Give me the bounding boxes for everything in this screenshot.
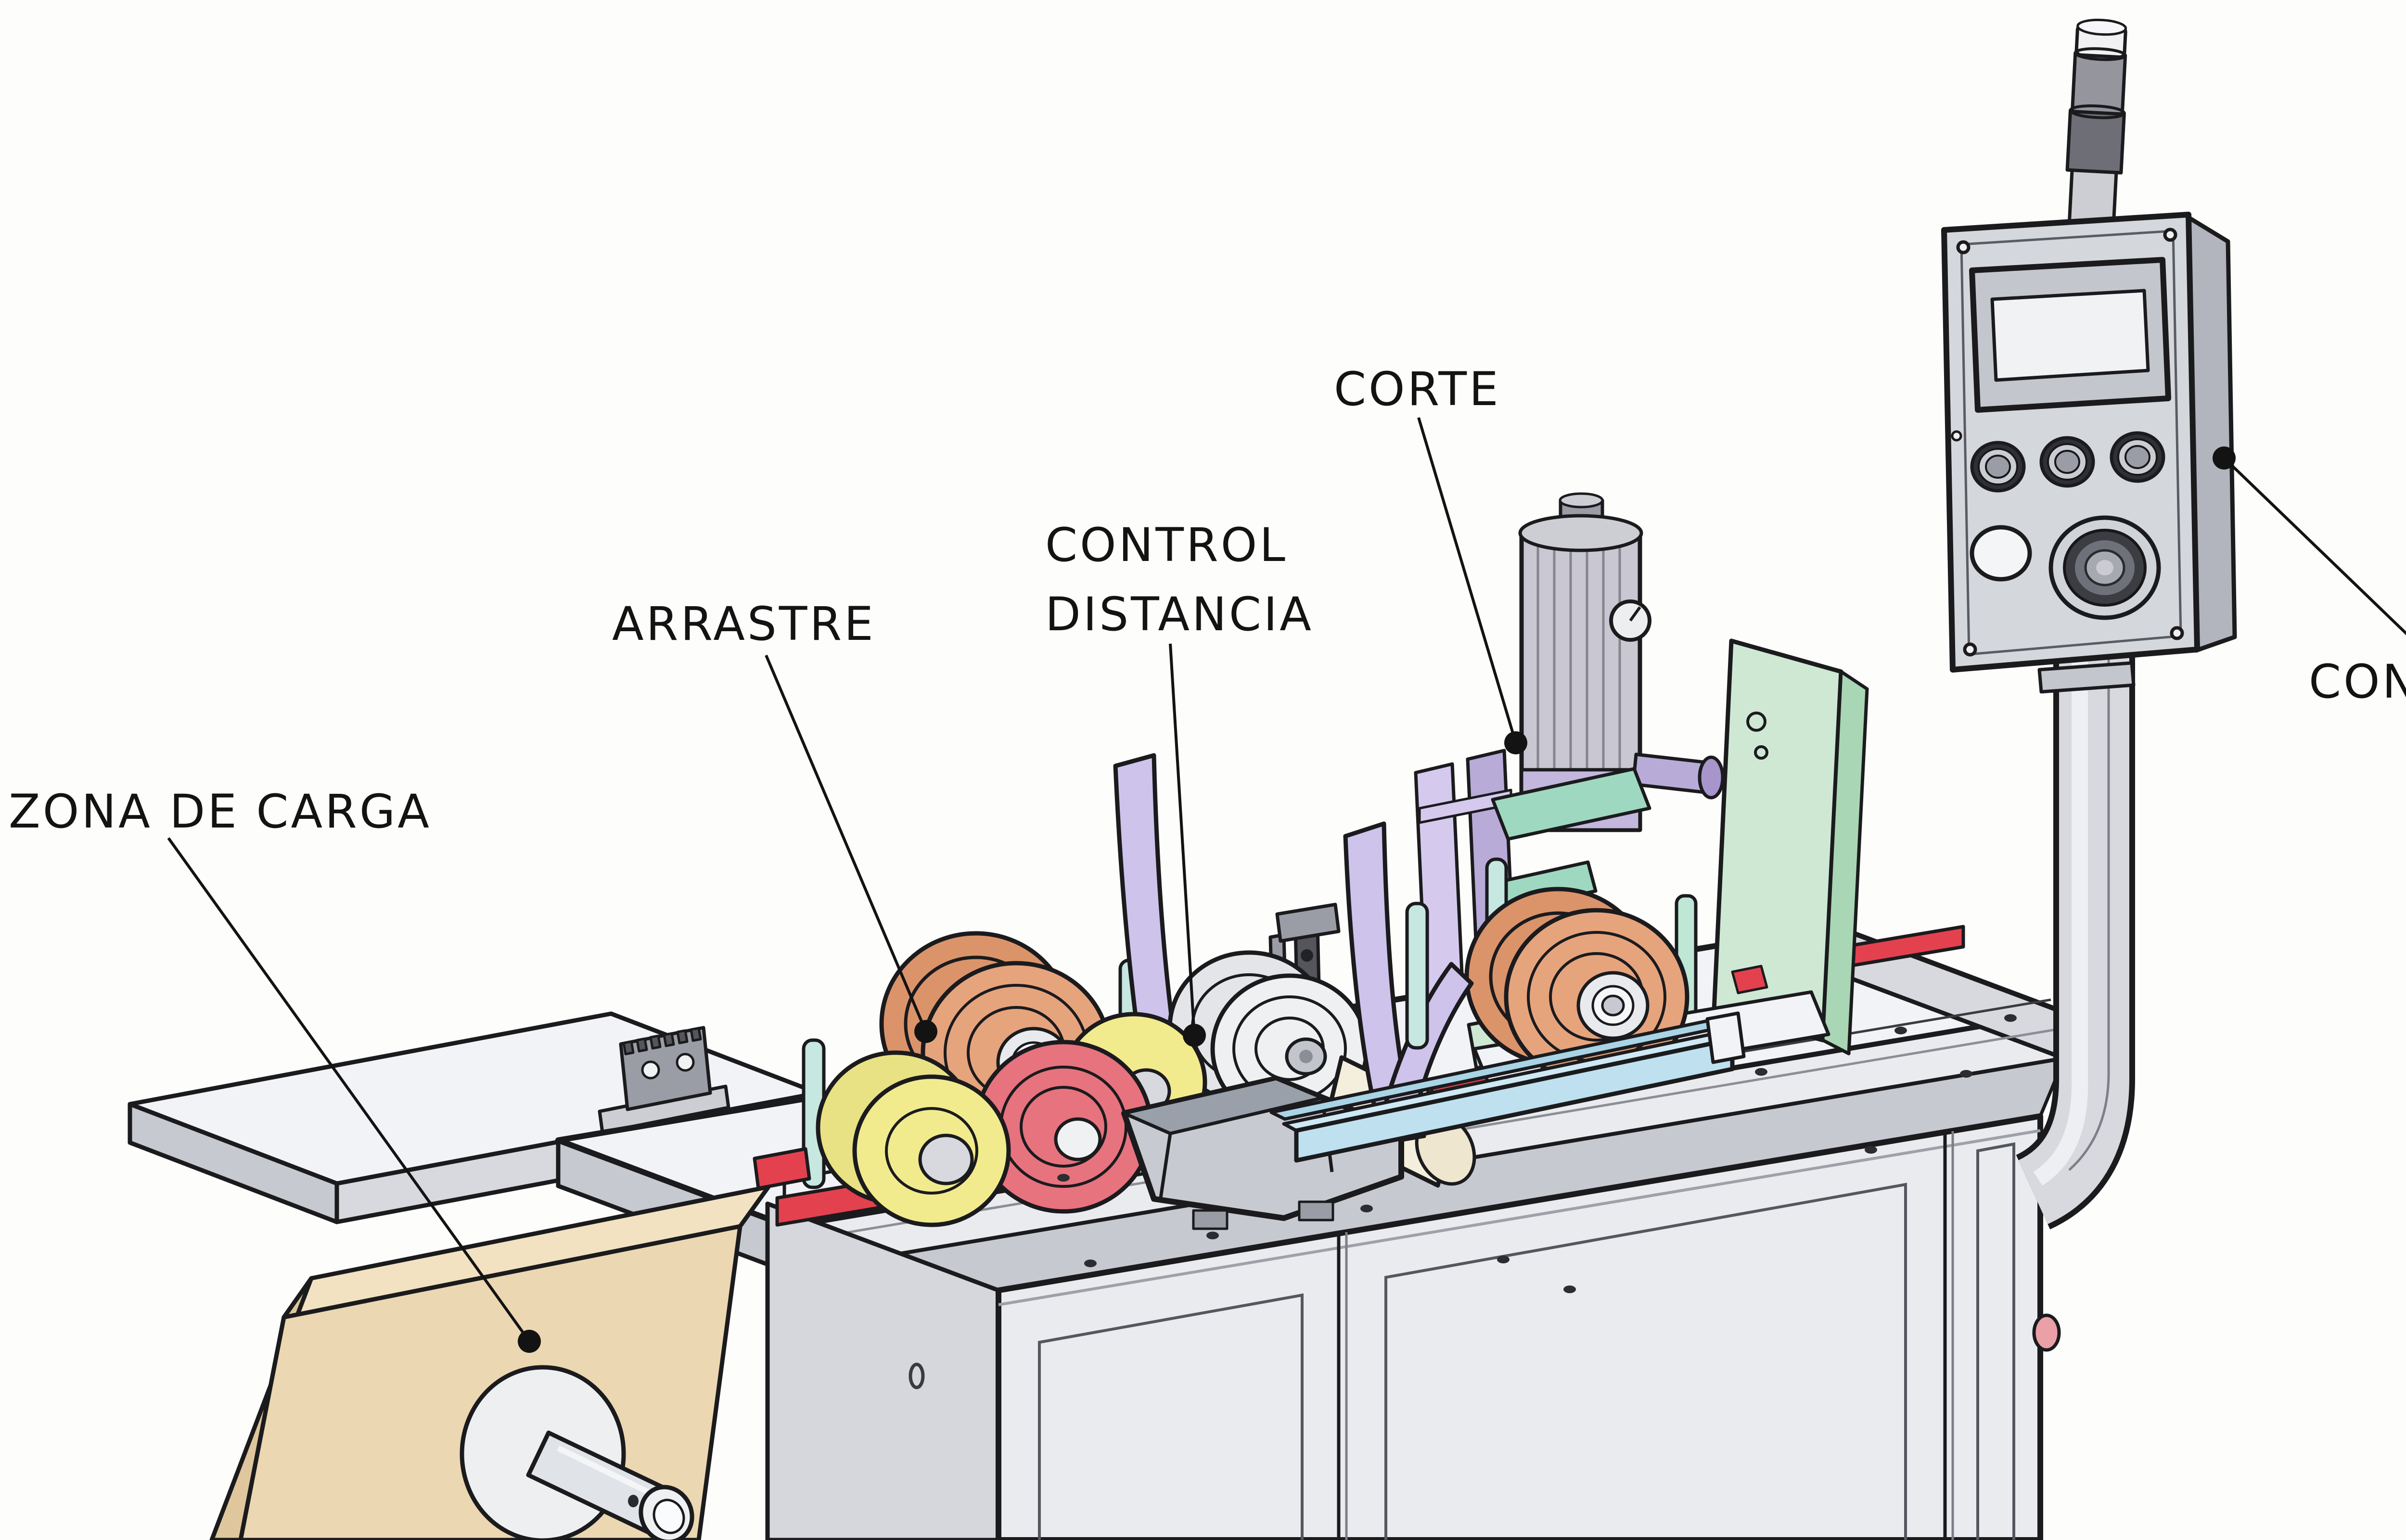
label-zona-de-carga: ZONA DE CARGA xyxy=(9,785,432,839)
cabinet-side-knob xyxy=(2032,1313,2061,1352)
board-clamp xyxy=(753,1147,811,1190)
leader-dot-control xyxy=(2213,446,2236,470)
leader-dot-load-zone xyxy=(518,1330,541,1353)
label-control-distancia-line1: CONTROL xyxy=(1045,518,1288,572)
guide-rail-blue xyxy=(1269,1011,1746,1163)
tower-segment-lower xyxy=(2065,108,2126,175)
signal-tower-light xyxy=(2065,18,2127,233)
label-arrastre: ARRASTRE xyxy=(612,597,876,651)
leader-load-zone xyxy=(167,837,531,1342)
support-pole xyxy=(2015,644,2135,1230)
panel-button-1 xyxy=(1970,441,2026,493)
leader-cut xyxy=(1417,417,1517,743)
leader-distance xyxy=(1169,643,1196,1036)
label-control-distancia-line2: DISTANCIA xyxy=(1045,587,1314,641)
cutting-guard-plate xyxy=(1712,638,1843,1043)
emergency-knob xyxy=(2048,515,2161,620)
lcd-screen xyxy=(1990,289,2150,382)
leader-dot-feed xyxy=(914,1020,937,1043)
leader-feed xyxy=(765,654,927,1032)
panel-button-2 xyxy=(2039,436,2095,488)
panel-round-button xyxy=(1970,525,2032,582)
load-zone-board xyxy=(209,1184,771,1540)
spool-hub xyxy=(460,1365,694,1540)
control-panel xyxy=(1941,212,2237,694)
leader-control xyxy=(2223,457,2406,636)
label-corte: CORTE xyxy=(1334,362,1501,416)
wire-guide-bracket xyxy=(598,1026,730,1134)
panel-button-3 xyxy=(2110,431,2165,483)
label-control: CONTROL xyxy=(2309,655,2406,709)
table-screw-holes xyxy=(1057,1014,2017,1293)
leader-lines xyxy=(167,417,2406,1353)
feed-unit-arrastre xyxy=(802,931,1404,1230)
labels: ZONA DE CARGA ARRASTRE CONTROL DISTANCIA… xyxy=(9,362,2406,839)
leader-dot-distance xyxy=(1183,1024,1206,1047)
leader-dot-cut xyxy=(1504,731,1527,754)
